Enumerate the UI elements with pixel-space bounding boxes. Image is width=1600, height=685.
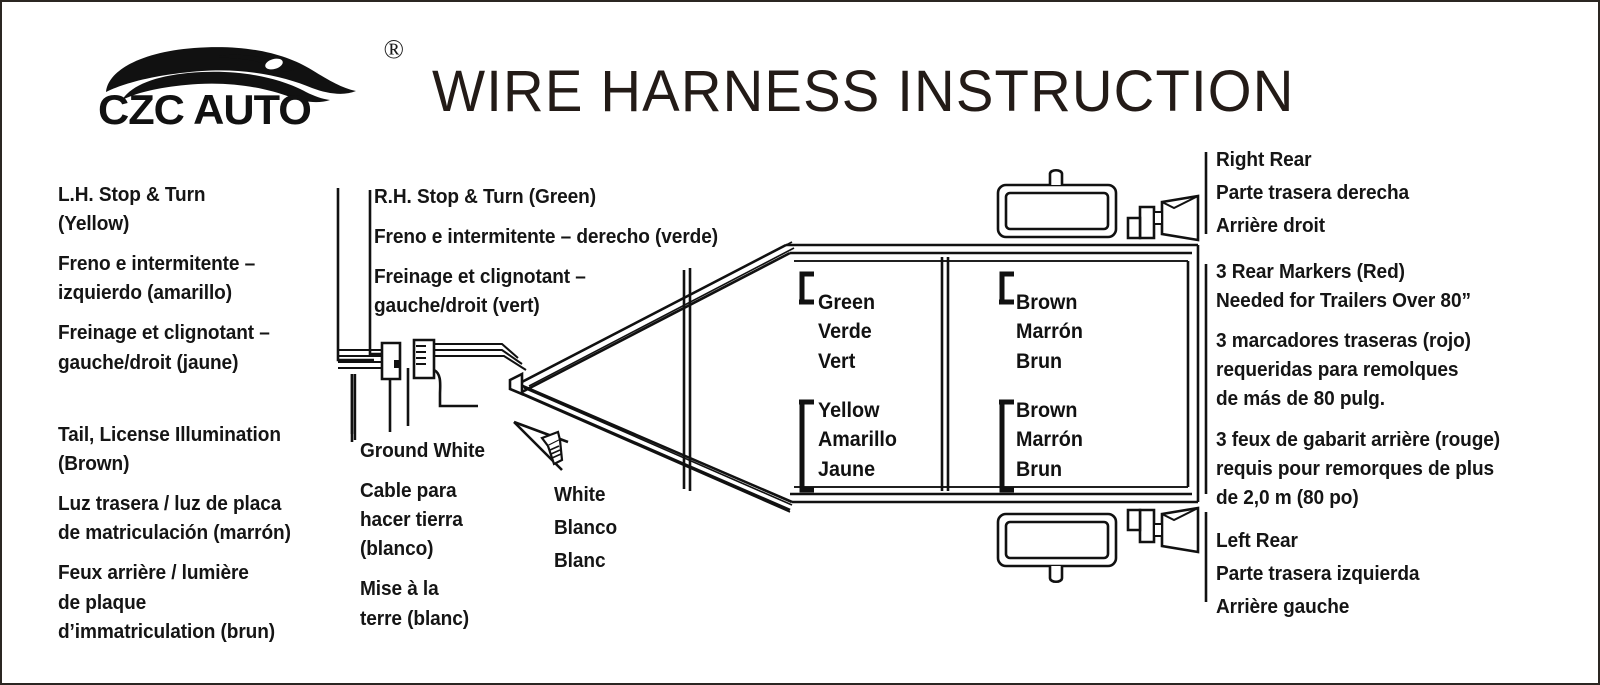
mk-fr2: requis pour remorques de plus bbox=[1216, 456, 1495, 480]
lh-en: L.H. Stop & Turn bbox=[58, 183, 206, 206]
brown-upper-es: Marrón bbox=[1016, 320, 1083, 344]
wire-label-green: Green Verde Vert bbox=[818, 288, 875, 376]
page-title: WIRE HARNESS INSTRUCTION bbox=[432, 59, 1295, 124]
mk-es2: requeridas para remolques bbox=[1216, 358, 1459, 382]
lr-fr: Arrière gauche bbox=[1216, 595, 1350, 619]
brown-lower-en: Brown bbox=[1016, 399, 1078, 422]
mk-en: 3 Rear Markers (Red) bbox=[1216, 260, 1405, 283]
green-es: Verde bbox=[818, 320, 872, 344]
tail-es2: de matriculación (marrón) bbox=[58, 521, 291, 545]
right-fender bbox=[996, 168, 1118, 239]
left-fender bbox=[996, 512, 1118, 584]
tail-fr: Feux arrière / lumière bbox=[58, 561, 249, 585]
brown-lower-fr: Brun bbox=[1016, 457, 1063, 481]
ground-fr: Mise à la bbox=[360, 577, 439, 601]
rr-fr: Arrière droit bbox=[1216, 214, 1325, 238]
lh-en2: (Yellow) bbox=[58, 212, 130, 236]
left-marker-bracket bbox=[1126, 508, 1156, 544]
callout-left-rear: Left Rear Parte trasera izquierda Arrièr… bbox=[1216, 526, 1542, 625]
white-en: White bbox=[554, 483, 606, 506]
bracket-brown-upper bbox=[999, 271, 1014, 302]
callout-ground-white: Ground White Cable para hacer tierra (bl… bbox=[360, 436, 555, 633]
left-tail-light bbox=[1153, 506, 1200, 554]
logo-text: CZC AUTO bbox=[98, 88, 311, 132]
lh-es: Freno e intermitente – bbox=[58, 252, 256, 276]
green-en: Green bbox=[818, 291, 876, 314]
callout-white-wire: White Blanco Blanc bbox=[554, 480, 694, 579]
mk-es: 3 marcadores traseras (rojo) bbox=[1216, 329, 1471, 353]
green-fr: Vert bbox=[818, 349, 856, 373]
tail-es: Luz trasera / luz de placa bbox=[58, 492, 282, 516]
czc-auto-wordmark: CZC AUTO bbox=[98, 88, 312, 132]
right-marker-bracket bbox=[1126, 205, 1156, 240]
rr-es: Parte trasera derecha bbox=[1216, 181, 1410, 205]
callout-right-rear: Right Rear Parte trasera derecha Arrière… bbox=[1216, 145, 1542, 244]
yellow-fr: Jaune bbox=[818, 457, 876, 481]
bracket-yellow bbox=[799, 402, 814, 493]
ground-fr2: terre (blanc) bbox=[360, 606, 469, 630]
bracket-green bbox=[799, 271, 814, 302]
lr-es: Parte trasera izquierda bbox=[1216, 562, 1420, 586]
leader-lh-stop-turn bbox=[336, 188, 374, 362]
tail-en2: (Brown) bbox=[58, 452, 130, 476]
white-es: Blanco bbox=[554, 516, 618, 540]
white-fr: Blanc bbox=[554, 549, 606, 573]
rr-en: Right Rear bbox=[1216, 148, 1312, 171]
yellow-en: Yellow bbox=[818, 399, 880, 422]
tail-en: Tail, License Illumination bbox=[58, 423, 281, 446]
tail-fr2: de plaque bbox=[58, 590, 147, 614]
rh-es: Freno e intermitente – derecho (verde) bbox=[374, 225, 718, 249]
lh-fr2: gauche/droit (jaune) bbox=[58, 350, 239, 374]
wire-label-brown-lower: Brown Marrón Brun bbox=[1016, 396, 1083, 484]
registered-trademark-icon: ® bbox=[383, 34, 404, 64]
ground-es: Cable para bbox=[360, 479, 457, 503]
yellow-es: Amarillo bbox=[818, 428, 897, 452]
rh-fr2: gauche/droit (vert) bbox=[374, 294, 540, 318]
callout-lh-stop-turn: L.H. Stop & Turn (Yellow) Freno e interm… bbox=[58, 180, 337, 377]
lh-es2: izquierdo (amarillo) bbox=[58, 281, 232, 305]
right-tail-light bbox=[1153, 194, 1200, 242]
lr-en: Left Rear bbox=[1216, 529, 1298, 552]
callout-rear-markers: 3 Rear Markers (Red) Needed for Trailers… bbox=[1216, 257, 1551, 512]
brown-lower-es: Marrón bbox=[1016, 428, 1083, 452]
ground-es2: hacer tierra bbox=[360, 508, 463, 532]
callout-rh-stop-turn: R.H. Stop & Turn (Green) Freno e intermi… bbox=[374, 182, 765, 320]
bracket-brown-lower bbox=[999, 402, 1014, 493]
lh-fr: Freinage et clignotant – bbox=[58, 321, 270, 345]
mk-fr3: de 2,0 m (80 po) bbox=[1216, 485, 1359, 509]
tail-fr3: d’immatriculation (brun) bbox=[58, 619, 276, 643]
callout-tail-license: Tail, License Illumination (Brown) Luz t… bbox=[58, 420, 337, 646]
brown-upper-en: Brown bbox=[1016, 291, 1078, 314]
car-silhouette-icon bbox=[106, 47, 356, 103]
mk-fr: 3 feux de gabarit arrière (rouge) bbox=[1216, 427, 1501, 451]
rh-en: R.H. Stop & Turn (Green) bbox=[374, 185, 596, 208]
czc-auto-logo: CZC AUTO ® bbox=[98, 30, 404, 132]
mk-es3: de más de 80 pulg. bbox=[1216, 387, 1385, 411]
wire-label-yellow: Yellow Amarillo Jaune bbox=[818, 396, 897, 484]
mk-en2: Needed for Trailers Over 80” bbox=[1216, 289, 1471, 313]
ground-es3: (blanco) bbox=[360, 537, 434, 561]
connector-female bbox=[380, 341, 402, 381]
rh-fr: Freinage et clignotant – bbox=[374, 265, 586, 289]
wire-label-brown-upper: Brown Marrón Brun bbox=[1016, 288, 1083, 376]
ground-en: Ground White bbox=[360, 439, 485, 462]
connector-male bbox=[412, 338, 436, 380]
brown-upper-fr: Brun bbox=[1016, 349, 1063, 373]
